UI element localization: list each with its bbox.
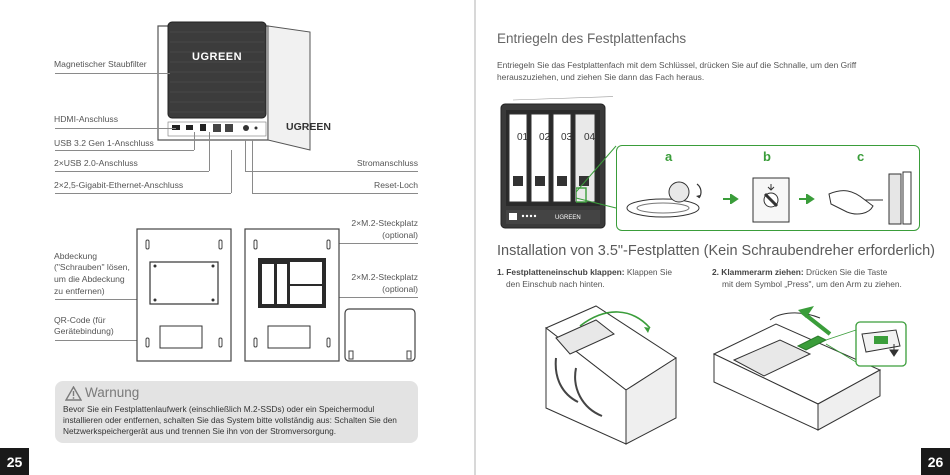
step-label-b: b — [763, 149, 771, 164]
key-unlock-illustration — [626, 181, 702, 218]
intro-paragraph: Entriegeln Sie das Festplattenfach mit d… — [497, 60, 857, 82]
bottom-panel-cover-illustration — [136, 228, 232, 362]
label-cover-4: zu entfernen) — [54, 286, 105, 296]
tray-clamp-illustration — [712, 306, 907, 431]
page-number-right: 26 — [921, 448, 950, 475]
unlock-steps-box: a b c — [616, 145, 920, 231]
step-1-text: 1. Festplatteneinschub klappen: Klappen … — [497, 267, 697, 290]
nas-bays-illustration: UGREEN — [500, 96, 613, 229]
warning-title: Warnung — [85, 385, 140, 400]
label-m2-mid-optional: (optional) — [382, 284, 418, 294]
bay-label-02: 02 — [539, 132, 551, 143]
left-page: UGREEN UGREEN Magnetischer Staubfilter H… — [0, 0, 474, 475]
page-gutter — [474, 0, 476, 475]
nas-front-illustration — [157, 21, 311, 151]
label-cover-2: ("Schrauben" lösen, — [54, 262, 130, 272]
step-2-text: 2. Klammerarm ziehen: Drücken Sie die Ta… — [712, 267, 942, 290]
label-cover: Abdeckung — [54, 251, 98, 261]
bay-label-04: 04 — [584, 132, 596, 143]
label-dust-filter: Magnetischer Staubfilter — [54, 59, 147, 69]
label-qr-2: Gerätebindung) — [54, 326, 114, 336]
step-2-title: 2. Klammerarm ziehen: — [712, 267, 804, 277]
label-ethernet: 2×2,5-Gigabit-Ethernet-Anschluss — [54, 180, 184, 190]
step-2-desc: Drücken Sie die Taste — [803, 267, 888, 277]
step-1-title: 1. Festplatteneinschub klappen: — [497, 267, 625, 277]
warning-triangle-icon — [65, 386, 82, 401]
cover-plate-illustration — [344, 308, 416, 362]
step-1-desc: Klappen Sie — [624, 267, 673, 277]
svg-text:UGREEN: UGREEN — [555, 215, 581, 221]
step-2-desc-2: mit dem Symbol „Press", um den Arm zu zi… — [722, 278, 902, 289]
page-number-left: 25 — [0, 448, 29, 475]
brand-logo-side: UGREEN — [286, 121, 331, 133]
section-title-install: Installation von 3.5"-Festplatten (Kein … — [497, 243, 935, 259]
label-m2-top-optional: (optional) — [382, 230, 418, 240]
tray-fold-illustration — [545, 305, 677, 445]
right-page: Entriegeln des Festplattenfachs Entriege… — [476, 0, 950, 475]
label-m2-mid: 2×M.2-Steckplatz — [351, 272, 418, 282]
step-label-c: c — [857, 149, 865, 164]
press-latch-illustration — [752, 177, 790, 223]
green-arrow-icon-2 — [799, 194, 815, 204]
warning-text: Bevor Sie ein Festplattenlaufwerk (einsc… — [63, 404, 397, 436]
bay-label-03: 03 — [561, 132, 573, 143]
section-title-unlock: Entriegeln des Festplattenfachs — [497, 31, 687, 46]
label-m2-top: 2×M.2-Steckplatz — [351, 218, 418, 228]
label-qr: QR-Code (für — [54, 315, 106, 325]
label-cover-3: um die Abdeckung — [54, 274, 125, 284]
label-reset: Reset-Loch — [374, 180, 418, 190]
callout-connector — [576, 145, 617, 209]
warning-box: Warnung Bevor Sie ein Festplattenlaufwer… — [55, 381, 418, 443]
step-1-desc-2: den Einschub nach hinten. — [506, 278, 605, 289]
brand-logo-front: UGREEN — [192, 51, 243, 63]
label-usb32: USB 3.2 Gen 1-Anschluss — [54, 138, 154, 148]
pull-handle-illustration — [828, 171, 912, 225]
bay-label-01: 01 — [517, 132, 529, 143]
step-label-a: a — [665, 149, 673, 164]
label-hdmi: HDMI-Anschluss — [54, 114, 118, 124]
bottom-panel-open-illustration — [244, 228, 340, 362]
green-arrow-icon-1 — [723, 194, 739, 204]
label-usb20: 2×USB 2.0-Anschluss — [54, 158, 138, 168]
label-power: Stromanschluss — [356, 158, 418, 168]
